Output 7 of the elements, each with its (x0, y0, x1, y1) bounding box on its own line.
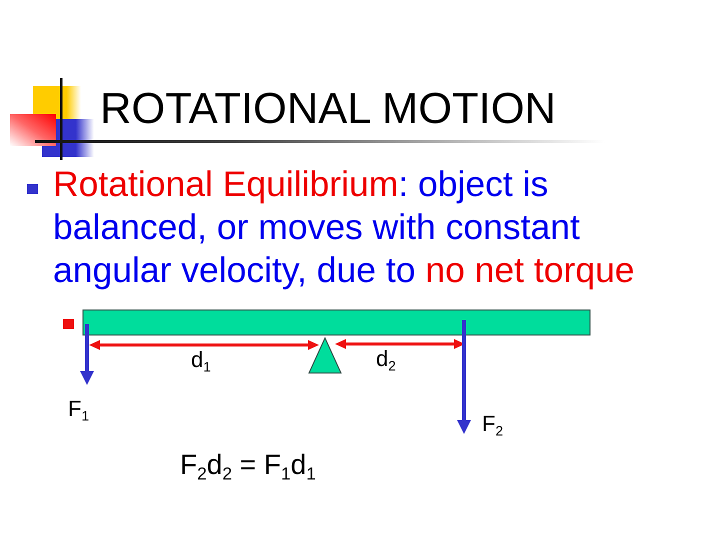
force-label: F$_{1}$ (68, 398, 90, 420)
force-label: F$_{2}$ (482, 413, 504, 435)
distance-label: d$_{1}$ (191, 349, 211, 371)
distance-label: d$_{2}$ (376, 348, 396, 370)
slide-title: ROTATIONAL MOTION (100, 88, 556, 132)
bullet-text: Rotational Equilibrium: object is balanced, or moves with constant angular velocity, due to no net torque (53, 163, 636, 292)
equation-text: F$_{2}$d$_{2}$ = F$_{1}$d$_{1}$ (180, 451, 316, 479)
